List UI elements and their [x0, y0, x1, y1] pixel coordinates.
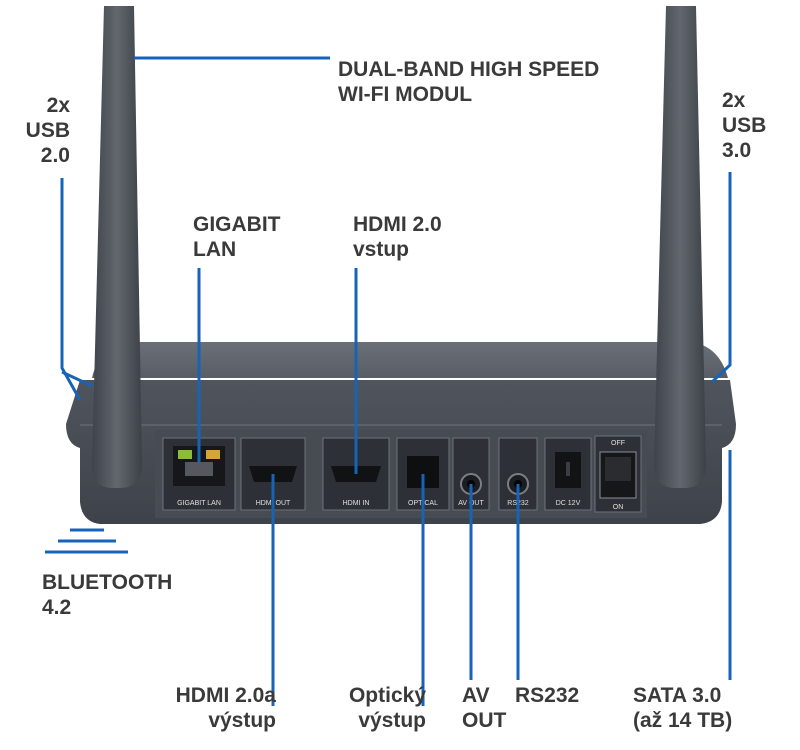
switch-label-on: ON — [613, 504, 624, 511]
port-dc-12v: DC 12V — [544, 437, 592, 511]
port-label-dc: DC 12V — [556, 500, 581, 507]
label-hdmi-out: HDMI 2.0a výstup — [175, 684, 276, 732]
label-sata: SATA 3.0 (až 14 TB) — [633, 684, 733, 732]
leader-usb3 — [710, 172, 732, 384]
leader-lines — [60, 56, 732, 706]
leader-usb2 — [60, 178, 82, 401]
bluetooth-icon — [45, 528, 128, 554]
label-usb3: 2x USB 3.0 — [722, 89, 767, 162]
power-switch: OFF ON — [594, 435, 642, 513]
port-label-hdmi-in: HDMI IN — [343, 500, 370, 507]
antenna-right — [654, 6, 706, 488]
label-optical: Optický výstup — [348, 684, 426, 732]
switch-label-off: OFF — [611, 440, 625, 447]
label-usb2: 2x USB 2.0 — [25, 94, 70, 167]
label-av-out: AV OUT — [462, 684, 507, 732]
label-hdmi-in: HDMI 2.0 vstup — [353, 213, 442, 261]
label-gigabit-lan: GIGABIT LAN — [193, 213, 281, 261]
label-wifi: DUAL-BAND HIGH SPEED WI-FI MODUL — [338, 58, 600, 106]
antenna-left — [92, 6, 142, 488]
port-label-lan: GIGABIT LAN — [177, 500, 221, 507]
leader-usb2-b — [61, 370, 93, 388]
label-bluetooth: BLUETOOTH 4.2 — [42, 571, 173, 619]
port-gigabit-lan: GIGABIT LAN — [162, 437, 236, 511]
label-rs232: RS232 — [515, 684, 580, 707]
